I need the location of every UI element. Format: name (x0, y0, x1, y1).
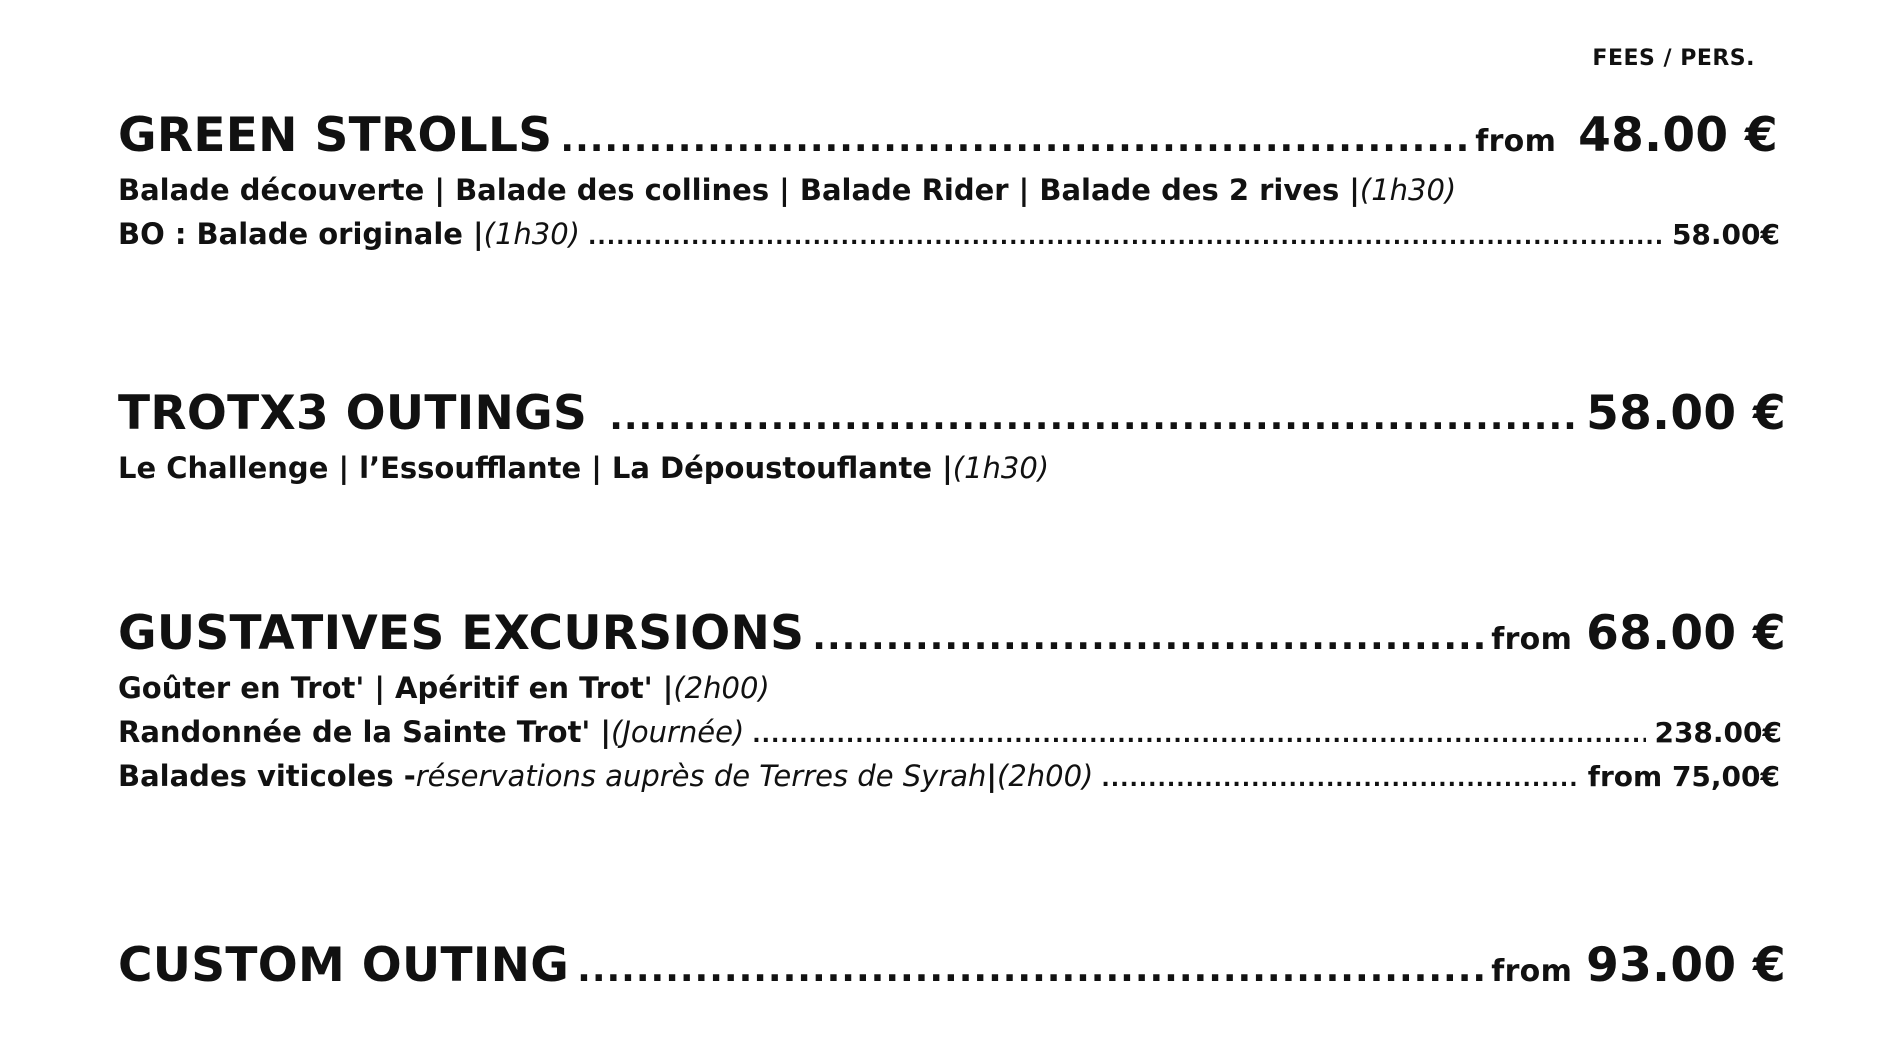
leader-dots (577, 949, 1483, 990)
section-green-strolls: GREEN STROLLS from 48.00 € Balade découv… (118, 108, 1818, 251)
detail-duration: (1h30) (1359, 173, 1457, 207)
leader-dots (560, 119, 1467, 160)
detail-price: 58.00€ (1671, 218, 1780, 251)
detail-text: Balades viticoles - (118, 759, 416, 793)
detail-text: Balade découverte | Balade des collines … (118, 173, 1360, 207)
section-custom-outing: CUSTOM OUTING from 93.00 € (118, 938, 1818, 993)
from-label: from (1475, 124, 1557, 159)
section-title: TROTX3 OUTINGS (118, 386, 588, 441)
detail-text: Randonnée de la Sainte Trot' | (118, 715, 611, 749)
detail-line-priced: Balades viticoles - réservations auprès … (118, 759, 1780, 793)
section-price: 68.00 € (1586, 606, 1786, 661)
section-title: CUSTOM OUTING (118, 938, 570, 993)
detail-line: Le Challenge | l’Essoufflante | La Dépou… (118, 451, 1818, 485)
leader-dots (609, 397, 1578, 438)
from-label: from (1491, 622, 1573, 657)
section-price: 48.00 € (1578, 108, 1778, 163)
section-title-row: TROTX3 OUTINGS 58.00 € (118, 386, 1786, 441)
section-gustatives-excursions: GUSTATIVES EXCURSIONS from 68.00 € Goûte… (118, 606, 1818, 793)
section-title-row: GUSTATIVES EXCURSIONS from 68.00 € (118, 606, 1786, 661)
section-price: 93.00 € (1586, 938, 1786, 993)
detail-line-priced: Randonnée de la Sainte Trot' | (Journée)… (118, 715, 1782, 749)
detail-note: réservations auprès de Terres de Syrah (415, 759, 987, 793)
detail-line-priced: BO : Balade originale | (1h30) 58.00€ (118, 217, 1780, 251)
detail-text: Le Challenge | l’Essoufflante | La Dépou… (118, 451, 953, 485)
leader-dots (1101, 767, 1579, 792)
detail-line: Balade découverte | Balade des collines … (118, 173, 1818, 207)
section-title-row: GREEN STROLLS from 48.00 € (118, 108, 1778, 163)
leader-dots (812, 617, 1483, 658)
detail-duration: (1h30) (952, 451, 1050, 485)
detail-separator: | (986, 759, 997, 793)
detail-text: Goûter en Trot' | Apéritif en Trot' | (118, 671, 674, 705)
leader-dots (752, 723, 1646, 748)
section-title: GREEN STROLLS (118, 108, 553, 163)
section-trotx3-outings: TROTX3 OUTINGS 58.00 € Le Challenge | l’… (118, 386, 1818, 485)
fees-per-person-label: FEES / PERS. (1592, 46, 1755, 71)
detail-price: from 75,00€ (1587, 760, 1780, 793)
detail-duration: (Journée) (611, 715, 745, 749)
detail-duration: (2h00) (997, 759, 1094, 793)
leader-dots (588, 225, 1664, 250)
section-title-row: CUSTOM OUTING from 93.00 € (118, 938, 1786, 993)
section-title: GUSTATIVES EXCURSIONS (118, 606, 805, 661)
section-price: 58.00 € (1586, 386, 1786, 441)
detail-line: Goûter en Trot' | Apéritif en Trot' | (2… (118, 671, 1818, 705)
detail-price: 238.00€ (1654, 716, 1782, 749)
detail-text: BO : Balade originale | (118, 217, 484, 251)
detail-duration: (2h00) (673, 671, 770, 705)
from-label: from (1491, 954, 1573, 989)
detail-duration: (1h30) (483, 217, 581, 251)
